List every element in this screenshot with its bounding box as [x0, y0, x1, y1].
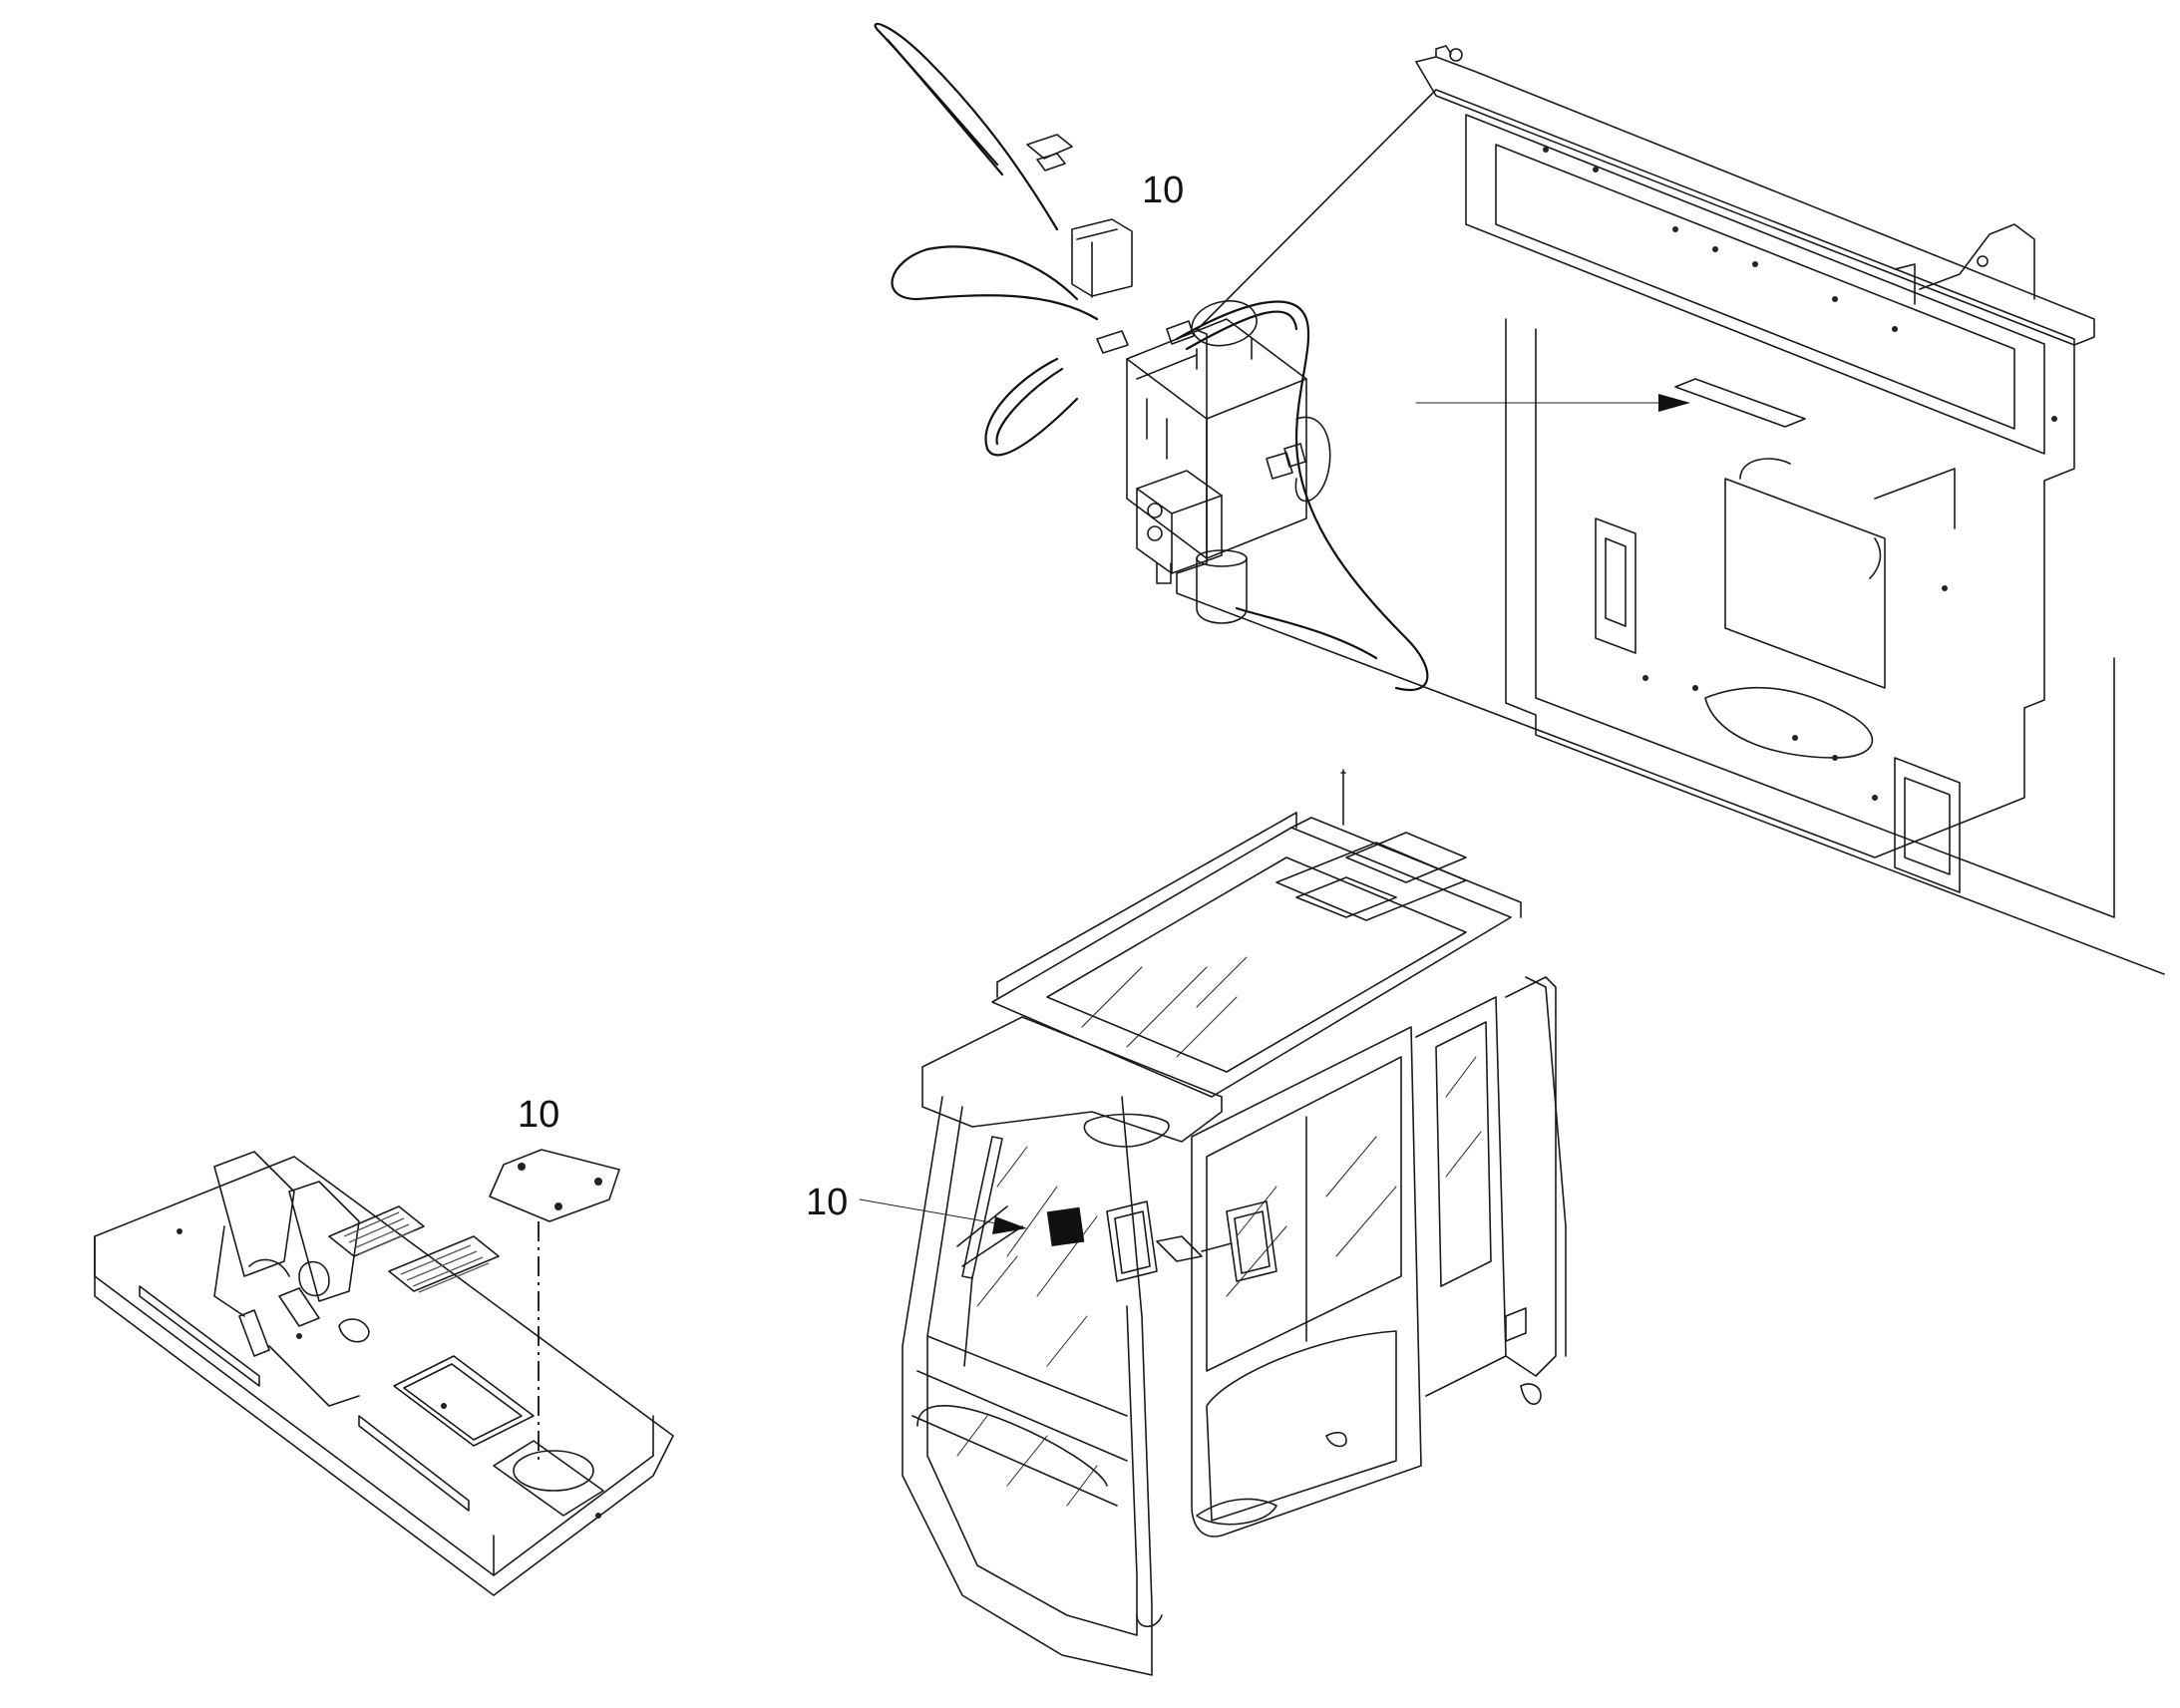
callout-label-pedal-decal: 10: [518, 1094, 559, 1136]
hydraulic-valve-assembly: [874, 22, 1429, 691]
leader-arrow-valve-to-frame: [1415, 394, 1690, 412]
callout-label-hydraulic-valve: 10: [1142, 170, 1184, 211]
pedal-floor-assembly: [94, 1151, 674, 1596]
cab-window-decal-square: [1046, 1206, 1085, 1247]
operator-cab: [859, 769, 1567, 1676]
callout-label-cab-window-decal: 10: [806, 1182, 848, 1223]
cab-rear-frame: [1176, 45, 2165, 975]
pedal-decal-plate: [489, 1149, 620, 1222]
